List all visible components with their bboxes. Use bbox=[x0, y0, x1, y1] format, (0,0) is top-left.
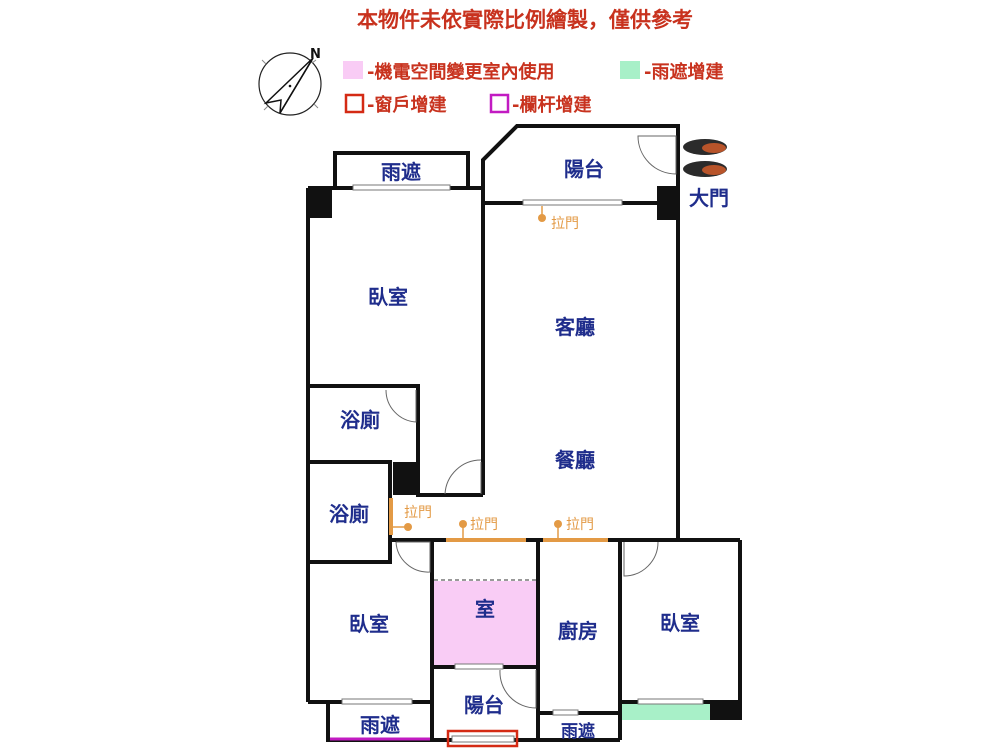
windows bbox=[341, 184, 704, 743]
room-label-converted-room: 室 bbox=[475, 597, 495, 621]
legend-label-window: -窗戶增建 bbox=[367, 94, 446, 116]
main-door-label: 大門 bbox=[689, 186, 729, 210]
added-window-marker bbox=[446, 729, 519, 748]
room-label-bedroom-2: 臥室 bbox=[349, 612, 389, 636]
sliding-door-label: 拉門 bbox=[470, 517, 498, 533]
room-label-rain-shelter-left: 雨遮 bbox=[360, 713, 400, 737]
legend-swatch-railing bbox=[489, 93, 510, 114]
sliding-door-label: 拉門 bbox=[404, 505, 432, 521]
sliding-door-label: 拉門 bbox=[566, 517, 594, 533]
converted-room-fill bbox=[434, 581, 537, 665]
legend-swatch-rain-shelter bbox=[620, 61, 640, 79]
disclaimer-title: 本物件未依實際比例繪製，僅供參考 bbox=[357, 8, 693, 32]
pillar bbox=[393, 462, 418, 495]
legend-label-rain-shelter: -雨遮增建 bbox=[644, 61, 723, 83]
compass-icon: N bbox=[258, 47, 322, 116]
room-label-balcony-front: 陽台 bbox=[564, 157, 604, 181]
legend-swatch-window bbox=[344, 93, 365, 114]
pillar bbox=[308, 188, 332, 218]
sliding-doors[interactable]: 拉門 拉門 拉門 拉門 bbox=[389, 206, 608, 542]
room-label-bathroom-2: 浴廁 bbox=[329, 502, 369, 526]
legend: -機電空間變更室內使用 -雨遮增建 -窗戶增建 -欄杆增建 bbox=[343, 61, 723, 116]
pillar bbox=[710, 702, 740, 720]
room-label-kitchen: 廚房 bbox=[558, 619, 598, 643]
legend-swatch-mechanical bbox=[343, 61, 363, 79]
room-label-bedroom-1: 臥室 bbox=[368, 285, 408, 309]
room-label-bedroom-3: 臥室 bbox=[660, 611, 700, 635]
room-label-rain-shelter-top: 雨遮 bbox=[381, 160, 421, 184]
pillar bbox=[657, 186, 678, 220]
room-label-rain-shelter-kitchen: 雨遮 bbox=[561, 721, 595, 742]
room-label-dining-room: 餐廳 bbox=[555, 448, 595, 472]
legend-label-mechanical: -機電空間變更室內使用 bbox=[367, 61, 554, 83]
shoes-icon bbox=[683, 139, 727, 177]
added-rain-shelter-fill bbox=[621, 704, 710, 720]
compass-north-label: N bbox=[310, 47, 321, 62]
room-label-bathroom-1: 浴廁 bbox=[340, 408, 380, 432]
doors[interactable] bbox=[385, 135, 677, 709]
legend-label-railing: -欄杆增建 bbox=[512, 94, 591, 116]
room-label-living-room: 客廳 bbox=[554, 315, 595, 339]
sliding-door-label: 拉門 bbox=[551, 216, 579, 232]
room-label-balcony-rear: 陽台 bbox=[464, 693, 504, 717]
